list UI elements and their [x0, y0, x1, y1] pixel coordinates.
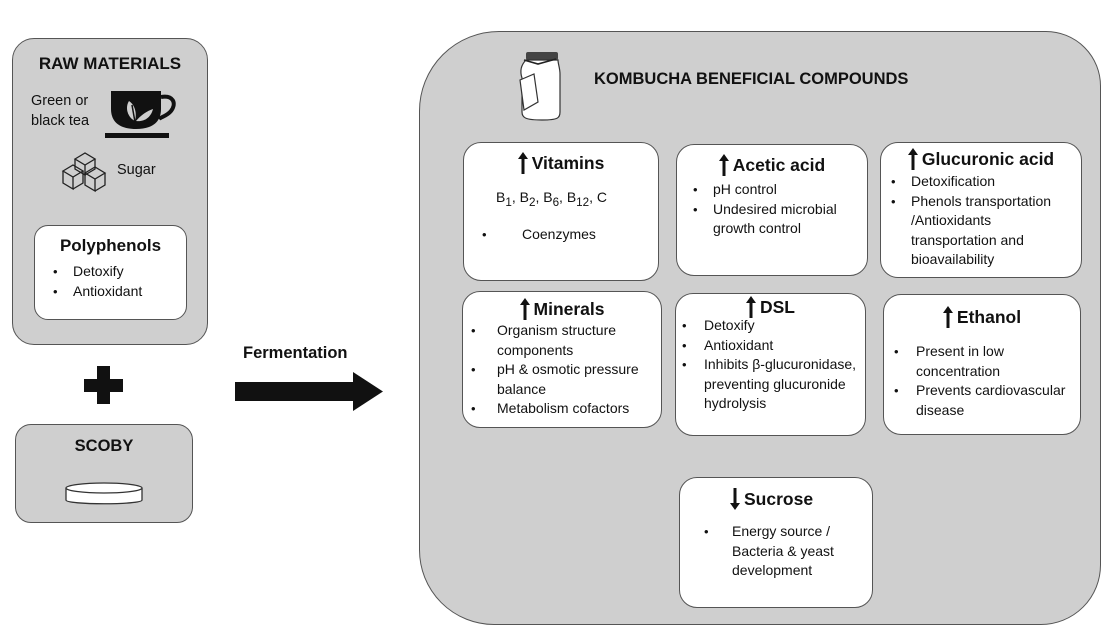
card-title-row: DSL [676, 296, 865, 318]
vitamin-b1: B1, [496, 189, 520, 209]
compound-card-minerals: Minerals Organism structure components p… [462, 291, 662, 428]
jar-icon [519, 52, 561, 121]
kombucha-panel: KOMBUCHA BENEFICIAL COMPOUNDS Vitamins B… [419, 31, 1101, 625]
plus-icon [84, 366, 123, 404]
list-item: Undesired microbial growth control [689, 200, 854, 239]
list-item: Inhibits β-glucuronidase, preventing glu… [678, 355, 863, 414]
compound-card-sucrose: Sucrose Energy source / Bacteria & yeast… [679, 477, 873, 608]
increase-arrow-icon [746, 296, 756, 318]
compound-card-ethanol: Ethanol Present in low concentration Pre… [883, 294, 1081, 435]
list-item: Prevents cardiovascular disease [890, 381, 1075, 420]
list-item: Detoxify [49, 262, 186, 282]
polyphenols-card: Polyphenols Detoxify Antioxidant [34, 225, 187, 320]
compound-card-dsl: DSL Detoxify Antioxidant Inhibits β-gluc… [675, 293, 866, 436]
increase-arrow-icon [907, 148, 918, 170]
vitamin-list: B1, B2, B6, B12, C [496, 189, 658, 209]
list-item: Detoxification [887, 172, 1077, 192]
card-title-row: Vitamins [464, 152, 658, 174]
scoby-panel: SCOBY [15, 424, 193, 523]
tea-label-line1: Green or [31, 93, 89, 109]
card-list: Energy source / Bacteria & yeast develop… [700, 522, 840, 581]
card-title: Acetic acid [732, 154, 826, 175]
list-item: pH & osmotic pressure balance [467, 360, 657, 399]
polyphenols-list: Detoxify Antioxidant [49, 262, 186, 301]
card-title: Vitamins [531, 152, 605, 173]
vitamin-b2: B2, [519, 189, 544, 209]
list-item: Antioxidant [49, 282, 186, 302]
card-title: Glucuronic acid [921, 148, 1055, 169]
list-item: Energy source / Bacteria & yeast develop… [700, 522, 840, 581]
scoby-title: SCOBY [74, 437, 134, 455]
raw-materials-panel: RAW MATERIALS Green or black tea Sugar P… [12, 38, 208, 345]
list-item: Present in low concentration [890, 342, 1075, 381]
list-item: Organism structure components [467, 321, 657, 360]
kombucha-title: KOMBUCHA BENEFICIAL COMPOUNDS [594, 70, 909, 88]
card-title-row: Minerals [463, 298, 661, 320]
card-title: DSL [760, 296, 795, 317]
list-item: Antioxidant [678, 336, 863, 356]
card-list: Detoxify Antioxidant Inhibits β-glucuron… [678, 316, 863, 414]
vitamin-b12: B12, [566, 189, 597, 209]
polyphenols-title: Polyphenols [59, 236, 162, 255]
fermentation-arrow-icon [235, 372, 383, 411]
card-list: pH control Undesired microbial growth co… [689, 180, 854, 239]
card-list: Organism structure components pH & osmot… [467, 321, 657, 419]
list-item: Phenols transportation /Antioxidants tra… [887, 192, 1077, 270]
list-item: Coenzymes [478, 225, 658, 245]
card-title-row: Acetic acid [677, 154, 867, 176]
card-list: Present in low concentration Prevents ca… [890, 342, 1075, 420]
raw-materials-title: RAW MATERIALS [38, 54, 182, 73]
compound-card-glucuronic-acid: Glucuronic acid Detoxification Phenols t… [880, 142, 1082, 278]
scoby-disc-icon [65, 482, 143, 505]
fermentation-label: Fermentation [243, 344, 348, 362]
vitamin-b6: B6, [543, 189, 567, 209]
compound-card-acetic-acid: Acetic acid pH control Undesired microbi… [676, 144, 868, 276]
card-title-row: Glucuronic acid [881, 148, 1081, 170]
list-item: Metabolism cofactors [467, 399, 657, 419]
tea-cup-icon [105, 91, 176, 138]
sugar-cubes-icon [61, 152, 107, 193]
card-list: Coenzymes [478, 225, 658, 245]
compound-card-vitamins: Vitamins B1, B2, B6, B12, C Coenzymes [463, 142, 659, 281]
tea-label-line2: black tea [31, 113, 90, 129]
increase-arrow-icon [519, 298, 530, 320]
card-title-row: Sucrose [680, 488, 872, 510]
increase-arrow-icon [718, 154, 729, 176]
card-list: Detoxification Phenols transportation /A… [887, 172, 1077, 270]
card-title: Minerals [533, 298, 605, 319]
sugar-label: Sugar [117, 162, 156, 178]
tea-label: Green or black tea [31, 91, 89, 131]
list-item: Detoxify [678, 316, 863, 336]
decrease-arrow-icon [730, 488, 740, 510]
increase-arrow-icon [517, 152, 528, 174]
increase-arrow-icon [942, 306, 953, 328]
list-item: pH control [689, 180, 854, 200]
card-title-row: Ethanol [884, 306, 1080, 328]
card-title: Ethanol [956, 306, 1022, 327]
card-title: Sucrose [744, 488, 814, 509]
vitamin-c: C [596, 189, 608, 205]
